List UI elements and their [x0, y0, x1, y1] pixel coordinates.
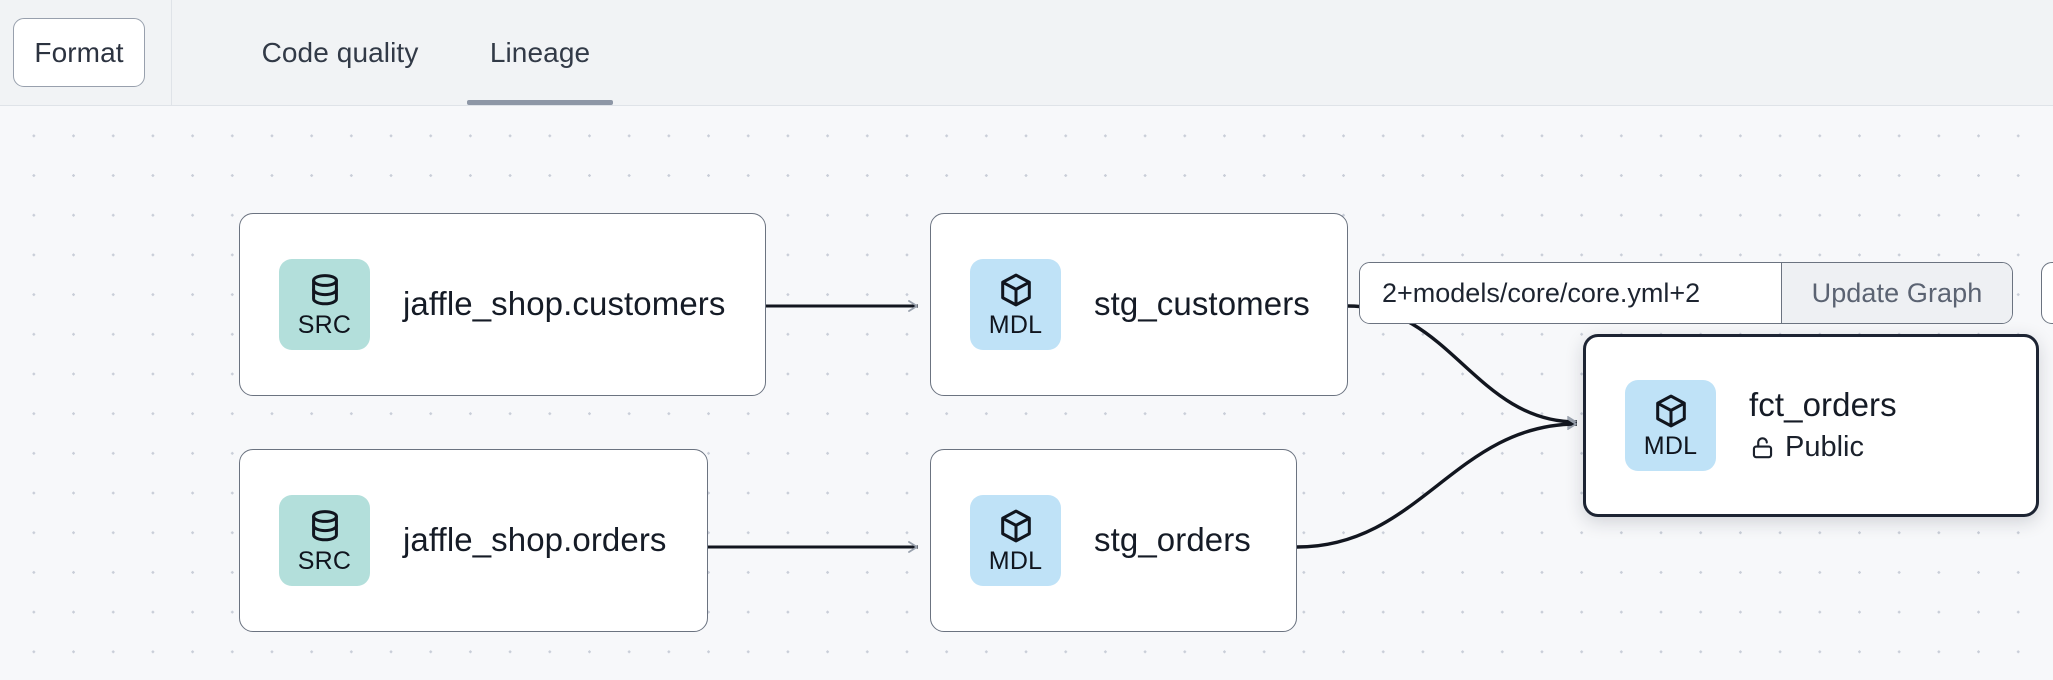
cube-icon [1000, 509, 1031, 543]
graph-node-jaffle-shop-orders[interactable]: SRC jaffle_shop.orders [239, 449, 708, 632]
cube-icon [1655, 394, 1686, 428]
node-title: stg_customers [1094, 285, 1310, 323]
node-access-badge: Public [1749, 431, 1897, 464]
tab-lineage[interactable]: Lineage [440, 0, 640, 105]
graph-node-stg-orders[interactable]: MDL stg_orders [930, 449, 1297, 632]
header-left-section: Format [0, 0, 172, 105]
edge-stg-orders-to-fct [1296, 418, 1578, 549]
graph-node-jaffle-shop-customers[interactable]: SRC jaffle_shop.customers [239, 213, 766, 396]
node-badge-mdl: MDL [970, 495, 1061, 586]
node-badge-label: MDL [1643, 432, 1698, 460]
node-badge-label: SRC [297, 547, 352, 575]
graph-node-stg-customers[interactable]: MDL stg_customers [930, 213, 1348, 396]
node-body: jaffle_shop.orders [403, 521, 667, 559]
graph-selector-input[interactable] [1360, 263, 1781, 323]
graph-node-fct-orders[interactable]: MDL fct_orders Public [1583, 334, 2039, 517]
update-graph-button[interactable]: Update Graph [1781, 263, 2012, 323]
lineage-canvas[interactable]: SRC jaffle_shop.customers MDL stg_custom… [0, 106, 2053, 680]
tab-code-quality[interactable]: Code quality [261, 36, 419, 68]
cube-icon [1000, 273, 1031, 307]
editor-header: Format Code quality Lineage [0, 0, 2053, 106]
database-icon [311, 510, 338, 542]
node-title: jaffle_shop.orders [403, 521, 667, 559]
node-body: jaffle_shop.customers [403, 285, 726, 323]
node-body: fct_orders Public [1749, 386, 1897, 464]
node-body: stg_orders [1094, 521, 1251, 559]
database-icon [311, 274, 338, 306]
node-title: jaffle_shop.customers [403, 285, 726, 323]
node-title: fct_orders [1749, 386, 1897, 424]
node-badge-label: MDL [988, 311, 1043, 339]
node-badge-src: SRC [279, 259, 370, 350]
node-badge-label: MDL [988, 547, 1043, 575]
node-badge-mdl: MDL [970, 259, 1061, 350]
node-body: stg_customers [1094, 285, 1310, 323]
graph-selector-control: Update Graph [1359, 262, 2013, 324]
node-badge-src: SRC [279, 495, 370, 586]
format-button[interactable]: Format [13, 18, 145, 87]
node-badge-mdl: MDL [1625, 380, 1716, 471]
node-access-label: Public [1785, 430, 1864, 463]
node-title: stg_orders [1094, 521, 1251, 559]
node-badge-label: SRC [297, 311, 352, 339]
graph-side-control-button[interactable] [2041, 262, 2053, 324]
unlock-icon [1752, 437, 1773, 459]
